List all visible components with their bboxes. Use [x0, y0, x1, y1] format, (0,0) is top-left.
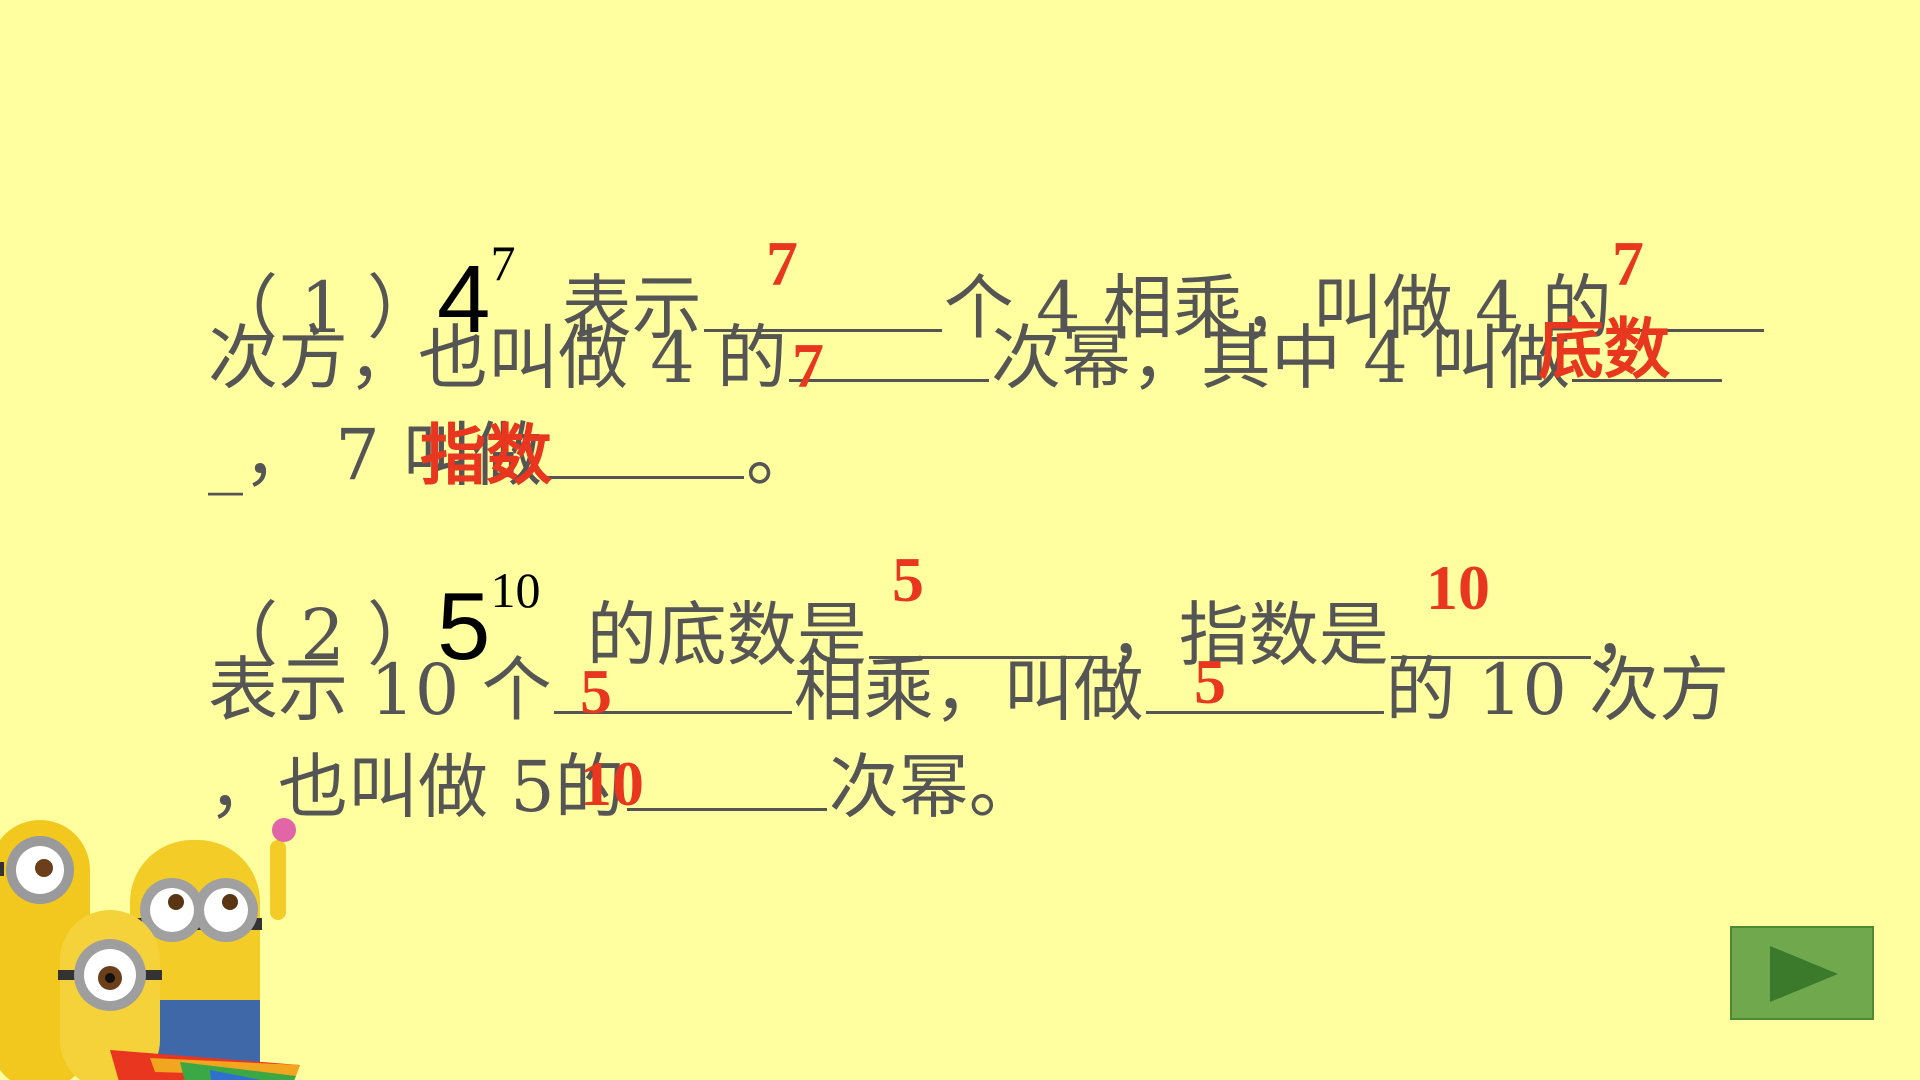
q2-answer-4: 5 — [1194, 646, 1226, 717]
q1-answer-3: 7 — [792, 330, 824, 401]
q1-answer-4: 底数 — [1538, 311, 1670, 388]
q1-line-3: _， 7 叫做 。 — [208, 410, 816, 500]
q2-text-f: 的 10 次方 — [1385, 649, 1730, 731]
q1-base: 4 — [437, 246, 491, 353]
minions-illustration — [0, 818, 300, 1080]
q2-answer-1: 5 — [892, 544, 924, 615]
q1-blank-2 — [1613, 269, 1764, 332]
next-slide-button[interactable] — [1730, 926, 1874, 1020]
q1-text-e: _， 7 叫做 — [208, 414, 543, 496]
q1-exponent: 7 — [490, 235, 516, 291]
q2-text-g: ，也叫做 5 — [208, 746, 555, 828]
q1-line-1: （ 1 ）47 表示个 4 相乘，叫做 4 的 — [208, 218, 1766, 353]
q1-answer-1: 7 — [766, 228, 798, 299]
q2-blank-4 — [1145, 651, 1384, 714]
q1-answer-5: 指数 — [420, 417, 552, 494]
q2-blank-5 — [626, 748, 827, 811]
q2-line-1: （ 2 ）510 的底数是，指数是， — [208, 545, 1663, 680]
q1-answer-2: 7 — [1612, 228, 1644, 299]
q2-text-e: 相乘，叫做 — [793, 649, 1144, 731]
q2-base: 5 — [437, 573, 491, 680]
q1-blank-4 — [1572, 319, 1723, 382]
q2-exponent: 10 — [490, 562, 541, 618]
q1-text-b: 个 4 相乘，叫做 4 的 — [943, 267, 1612, 349]
q2-text-d: 表示 10 个 — [208, 649, 552, 731]
q2-text-h: 的 — [554, 746, 625, 828]
play-triangle-icon — [1770, 946, 1838, 1002]
q2-blank-3 — [553, 651, 792, 714]
q1-text-f: 。 — [746, 414, 817, 496]
q1-line-2: 次方，也叫做 4 的 次幂，其中 4 叫做 — [208, 313, 1724, 403]
q1-text-c: 次方，也叫做 4 的 — [208, 317, 788, 399]
q2-line-2: 表示 10 个 相乘，叫做 的 10 次方 — [208, 645, 1729, 735]
q1-number: （ 1 ） — [208, 267, 438, 349]
q2-blank-2 — [1390, 596, 1591, 659]
q1-text-d: 次幂，其中 4 叫做 — [991, 317, 1571, 399]
q1-blank-5 — [544, 416, 745, 479]
q2-text-i: 次幂。 — [828, 746, 1039, 828]
q2-answer-3: 5 — [580, 656, 612, 727]
q2-text-a: 的底数是 — [586, 594, 867, 676]
q2-text-c: ， — [1592, 594, 1663, 676]
q2-line-3: ，也叫做 5的 次幂。 — [208, 742, 1039, 832]
q1-blank-3 — [789, 319, 990, 382]
q2-number: （ 2 ） — [208, 594, 438, 676]
q2-answer-5: 10 — [580, 748, 644, 819]
q1-text-a: 表示 — [561, 267, 702, 349]
q1-blank-1 — [703, 269, 942, 332]
q2-answer-2: 10 — [1426, 552, 1490, 623]
q2-text-b: ，指数是 — [1108, 594, 1389, 676]
q2-blank-1 — [868, 596, 1107, 659]
